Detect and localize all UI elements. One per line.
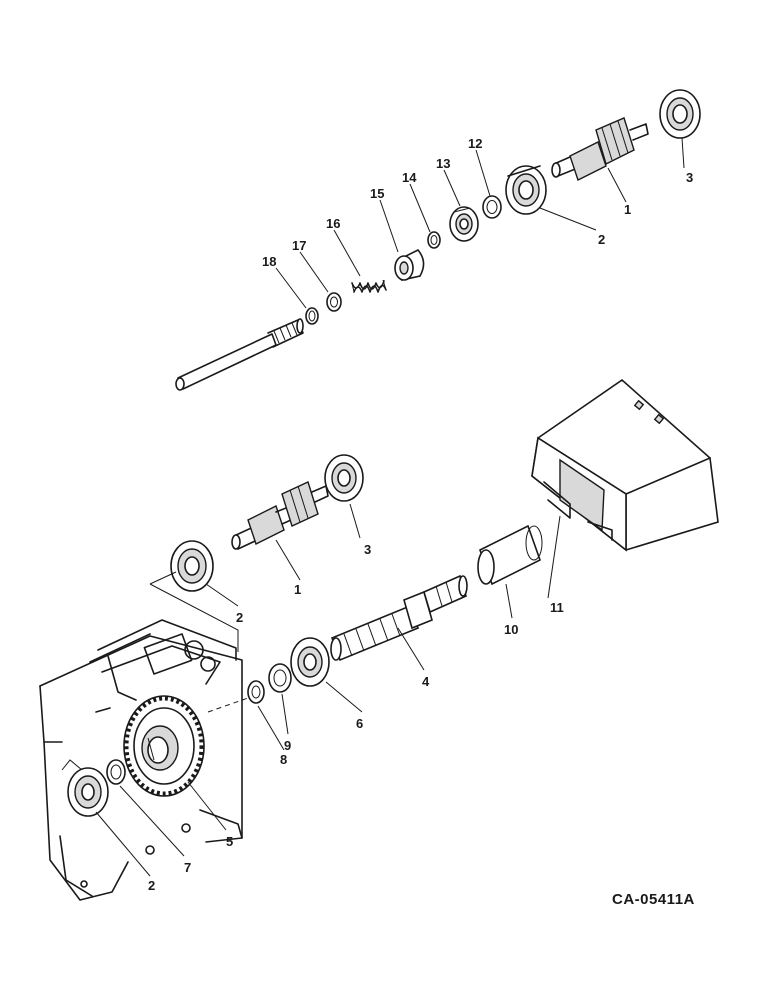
callout-upper-15: 15 [370,186,384,201]
callout-lower-6: 6 [356,716,363,731]
callout-lower-10: 10 [504,622,518,637]
large-gear-5 [123,695,205,797]
washer-7 [106,759,126,785]
main-shaft-4 [330,574,468,662]
callout-upper-12: 12 [468,136,482,151]
callout-upper-2: 2 [598,232,605,247]
callout-upper-16: 16 [326,216,340,231]
callout-lower-4: 4 [422,674,430,689]
callout-lower-1: 1 [294,582,301,597]
callout-upper-18: 18 [262,254,276,269]
snap-ring-8 [247,680,265,704]
snap-ring-14 [427,231,441,249]
upper-main-shaft [175,318,304,391]
gear-shaft-upper-1 [551,117,649,181]
snap-ring-18 [305,307,319,325]
alignment-lines [149,571,249,713]
bearing-bottom-2 [67,767,109,817]
callout-bottom-2: 2 [148,878,155,893]
drawing-code: CA-05411A [612,891,695,908]
washer-17 [326,292,342,312]
sleeve-10 [477,524,543,586]
callout-lower-8: 8 [280,752,287,767]
washer-9 [268,663,292,693]
callout-upper-3: 3 [686,170,693,185]
spring-16 [351,279,387,293]
callout-lower-2: 2 [236,610,243,625]
bearing-upper-2 [505,165,547,215]
callout-lower-11: 11 [550,600,564,615]
bearing-lower-2 [170,540,214,592]
gear-shaft-lower-1 [231,481,329,550]
callout-lower-7: 7 [184,860,191,875]
callout-upper-14: 14 [402,170,417,185]
callout-lower-3: 3 [364,542,371,557]
washer-12 [482,195,502,219]
callout-lower-9: 9 [284,738,291,753]
callout-lower-5: 5 [226,834,233,849]
callout-upper-1: 1 [624,202,631,217]
lower-leader-lines [95,503,561,877]
guard-housing-11 [531,378,719,552]
transmission-case [39,619,243,901]
bearing-lower-3 [324,454,364,502]
bearing-upper-3 [659,89,701,139]
hub-13 [449,206,479,242]
callout-labels: 3 1 2 12 13 14 15 16 17 18 3 1 2 11 10 4… [148,136,693,893]
callout-upper-13: 13 [436,156,450,171]
callout-upper-17: 17 [292,238,306,253]
collar-15 [394,249,425,281]
bearing-6 [290,637,330,687]
upper-leader-lines [275,137,685,309]
